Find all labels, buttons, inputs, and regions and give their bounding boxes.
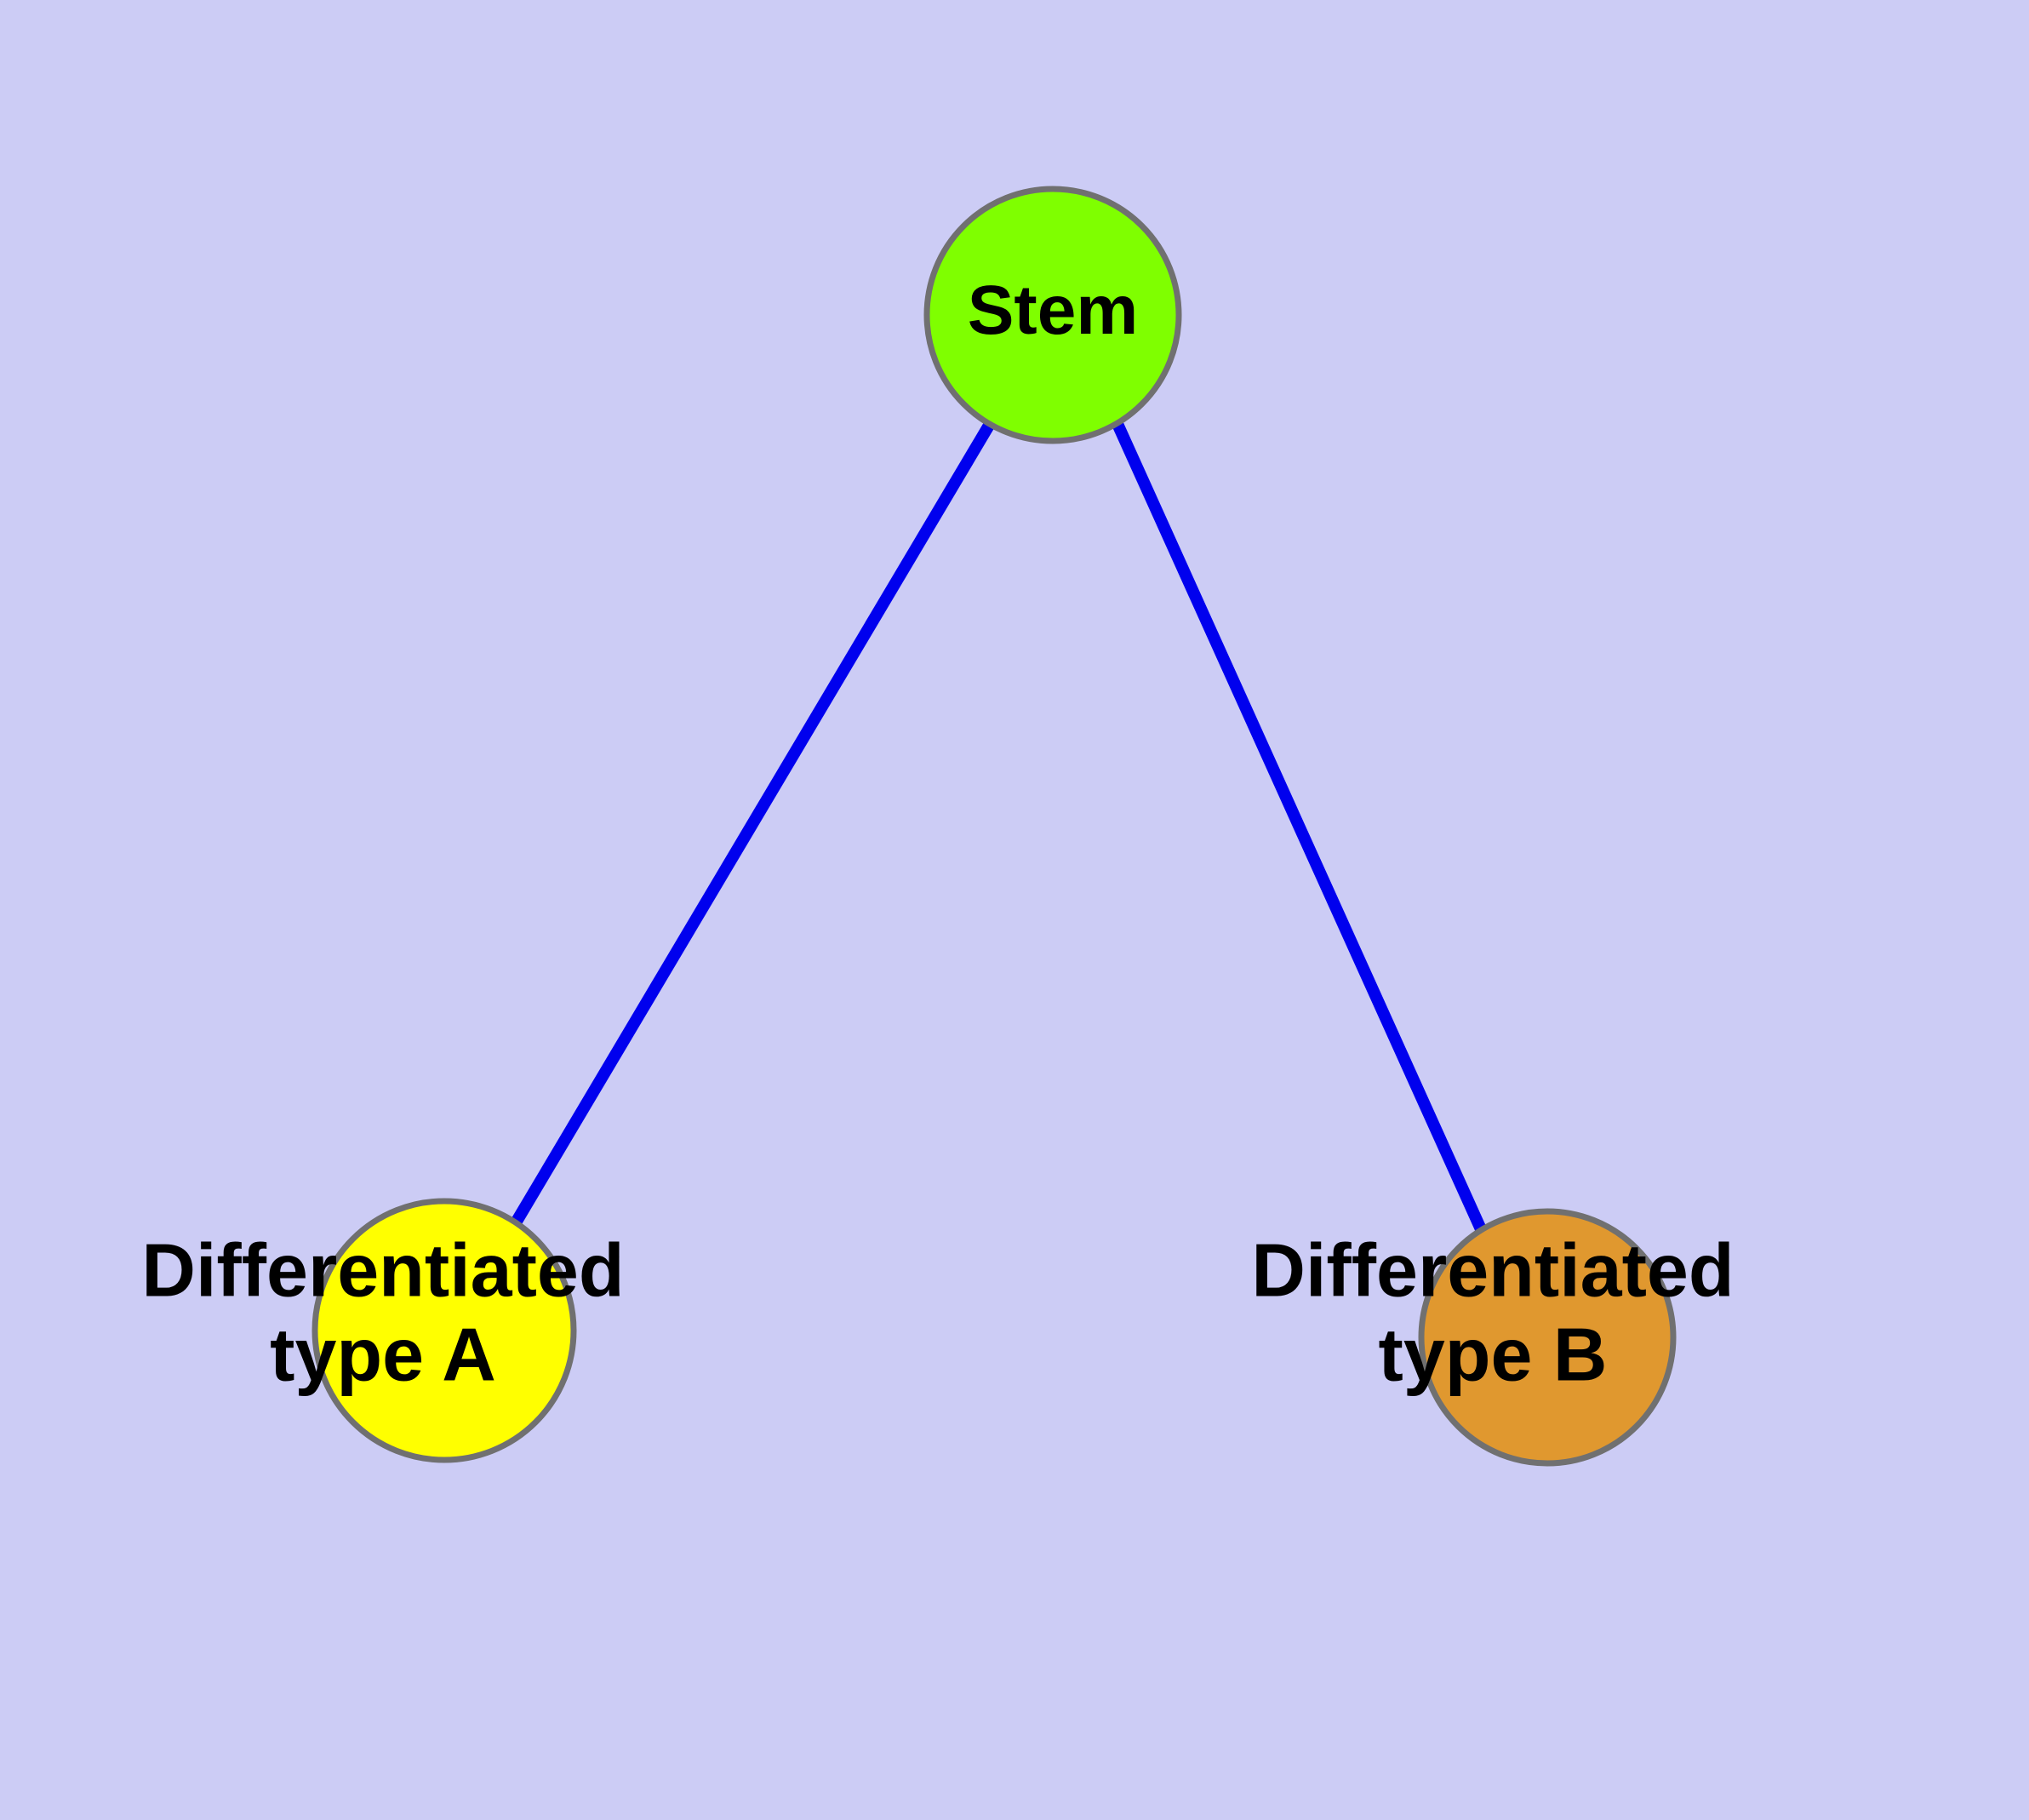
node-label-stem: Stem <box>968 272 1139 349</box>
node-label-line: type B <box>1379 1313 1608 1397</box>
node-circle-stem[interactable] <box>923 186 1182 444</box>
node-stem[interactable]: Stem <box>923 186 1182 444</box>
edge-stem-to-differentiated-type-a[interactable] <box>509 421 996 1228</box>
edges-layer <box>509 421 1487 1232</box>
node-label-line: type A <box>270 1313 496 1397</box>
node-label-line: Stem <box>968 272 1139 349</box>
node-label-line: Differentiated <box>141 1228 624 1313</box>
edge-stem-to-differentiated-type-b[interactable] <box>1112 421 1487 1232</box>
node-label-line: Differentiated <box>1251 1228 1734 1313</box>
node-circle-differentiated-type-a[interactable] <box>311 1198 577 1463</box>
node-circle-differentiated-type-b[interactable] <box>1418 1208 1677 1467</box>
